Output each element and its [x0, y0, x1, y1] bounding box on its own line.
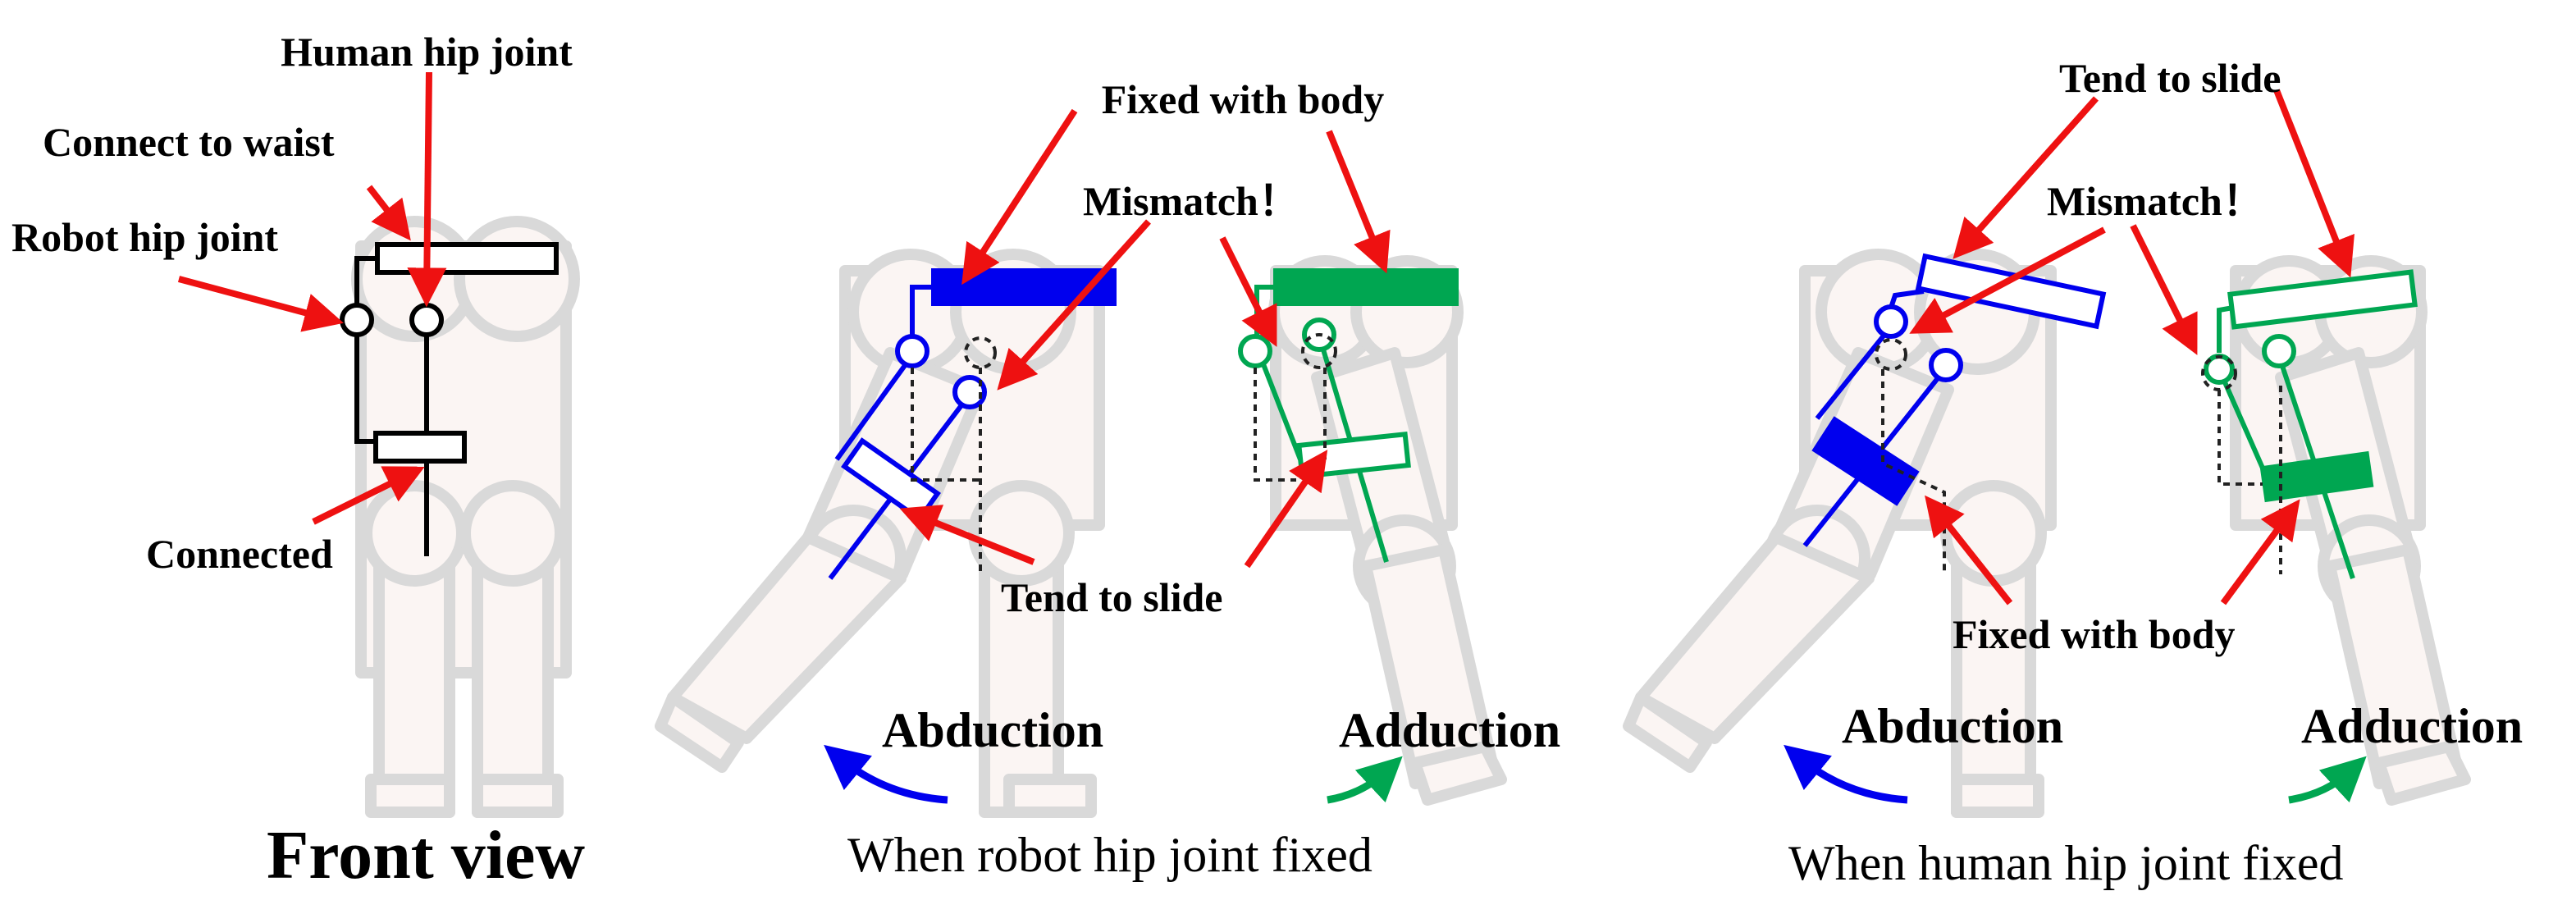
human-joint-blue-3: [1929, 348, 1963, 382]
sliding-waist-band-green: [2227, 269, 2418, 330]
label-tend-to-slide-3: Tend to slide: [2059, 55, 2281, 101]
adduction-arrow-3: [2288, 756, 2367, 804]
human-joint-green-3: [2262, 334, 2296, 368]
ghost-original-position-3b: [2201, 355, 2282, 574]
adduction-arrow: [1327, 756, 1403, 804]
human-hip-joint-circle: [409, 303, 444, 337]
robot-hip-joint-circle: [340, 303, 374, 337]
human-joint-blue: [952, 375, 987, 409]
fixed-waist-band-green: [1273, 268, 1459, 306]
panel3-arrows: [1909, 89, 2354, 605]
caption-human-hip-fixed: When human hip joint fixed: [1788, 836, 2344, 890]
panel-robot-hip-fixed: Fixed with body Mismatch！ Tend to slide …: [655, 76, 1560, 882]
label-tend-to-slide: Tend to slide: [1001, 574, 1222, 620]
label-abduction: Abduction: [882, 703, 1103, 757]
front-view-title: Front view: [267, 817, 585, 893]
fixed-cuff-blue: [1811, 416, 1920, 506]
caption-robot-hip-fixed: When robot hip joint fixed: [847, 828, 1372, 882]
exoskeleton-blue-3: [1802, 253, 2107, 547]
label-fixed-with-body-3: Fixed with body: [1953, 611, 2236, 657]
label-mismatch-3: Mismatch！: [2047, 178, 2263, 224]
label-robot-hip-joint: Robot hip joint: [11, 214, 278, 260]
panel-human-hip-fixed: Tend to slide Mismatch！ Fixed with body …: [1623, 55, 2523, 890]
exoskeleton-frame: [340, 242, 559, 556]
label-mismatch: Mismatch！: [1083, 178, 1299, 224]
front-view-arrows: [177, 71, 447, 525]
abduction-arrow-3: [1784, 744, 1908, 804]
panel-front-view: Human hip joint Connect to waist Robot h…: [11, 29, 585, 893]
human-body-figure: [351, 216, 580, 818]
label-adduction-3: Adduction: [2301, 699, 2523, 753]
label-adduction: Adduction: [1339, 703, 1560, 757]
human-body-figure-3: [1623, 249, 2471, 818]
robot-joint-blue-3: [1874, 304, 1908, 339]
abduction-arrow: [824, 744, 948, 804]
label-abduction-3: Abduction: [1842, 699, 2063, 753]
ghost-original-position-2b: [1254, 333, 1337, 482]
robot-joint-green: [1238, 334, 1272, 368]
label-connected: Connected: [146, 531, 333, 577]
waist-band: [375, 242, 559, 275]
robot-joint-blue: [895, 334, 929, 368]
label-human-hip-joint: Human hip joint: [281, 29, 573, 75]
fixed-cuff-green: [2259, 450, 2374, 503]
thigh-cuff: [373, 431, 467, 464]
exoskeleton-green-3: [2204, 269, 2418, 579]
label-fixed-with-body: Fixed with body: [1102, 76, 1385, 122]
label-connect-to-waist: Connect to waist: [43, 119, 335, 165]
panel2-arrows: [899, 108, 1391, 569]
